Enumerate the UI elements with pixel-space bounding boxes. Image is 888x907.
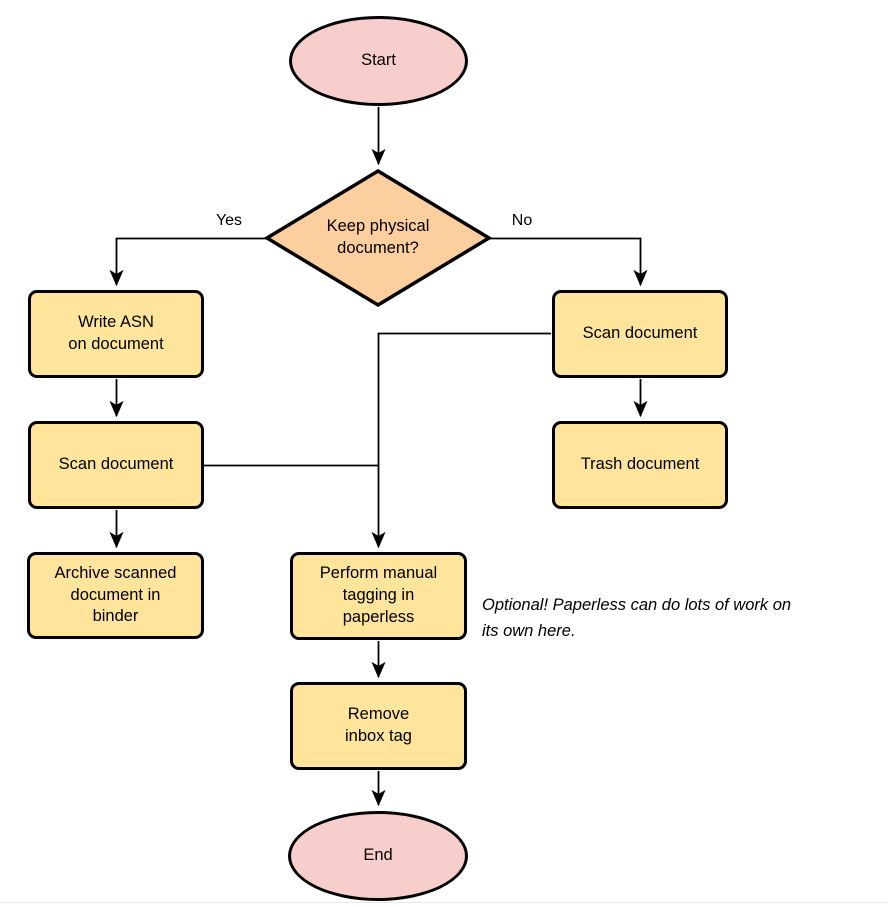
node-decision-label: Keep physical document? [326,217,430,257]
node-archive-binder: Archive scanned document in binder [27,552,204,639]
optional-annotation: Optional! Paperless can do lots of work … [482,596,792,641]
node-end-label: End [363,846,393,865]
edge-label-no: No [511,212,533,229]
node-remove-inbox-tag: Remove inbox tag [290,682,467,770]
node-manual-tagging: Perform manual tagging in paperless [290,552,467,640]
node-trash-document-label: Trash document [580,455,700,474]
edge-decision-to-write-asn [117,237,266,286]
decision-diamond-shape [263,168,493,308]
node-start: Start [289,16,468,106]
node-trash-document: Trash document [552,421,728,509]
node-write-asn: Write ASN on document [28,290,204,378]
node-scan-document-right: Scan document [552,290,728,378]
node-manual-tagging-label: Perform manual tagging in paperless [319,564,438,626]
node-start-label: Start [361,51,396,70]
node-end: End [288,811,468,901]
edge-scan-right-to-tagging [379,332,551,548]
node-scan-document-right-label: Scan document [582,324,698,343]
edge-decision-to-scan-right [490,237,641,286]
edge-label-yes: Yes [215,212,243,229]
node-archive-binder-label: Archive scanned document in binder [54,563,177,626]
node-write-asn-label: Write ASN on document [68,313,164,353]
node-remove-inbox-tag-label: Remove inbox tag [345,705,412,745]
node-scan-document-left: Scan document [28,421,204,509]
page-bottom-divider [0,902,888,903]
node-scan-document-left-label: Scan document [58,455,174,474]
node-decision-label-box: Keep physical document? [278,206,478,270]
